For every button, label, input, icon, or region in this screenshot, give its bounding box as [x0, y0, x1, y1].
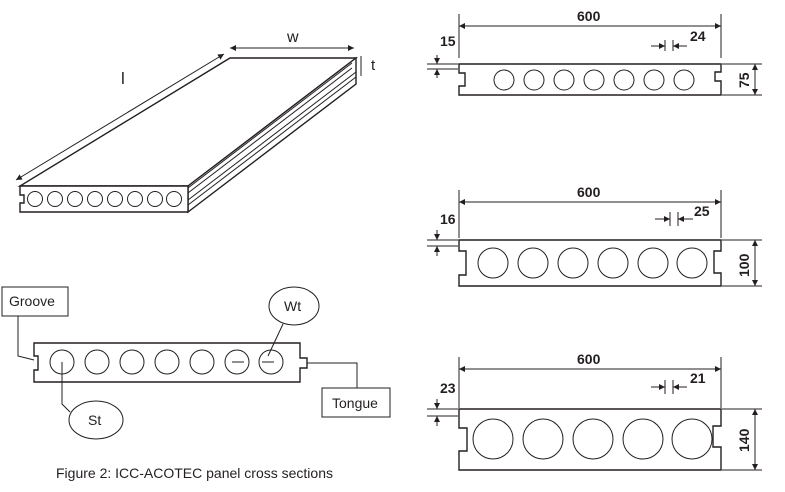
section-75: 600 15 24 75 — [427, 8, 762, 96]
legend-panel-cores — [49, 349, 284, 375]
section-100-cores — [477, 247, 708, 279]
length-dimension-line — [15, 53, 225, 181]
wt-label-bubble — [268, 286, 320, 326]
section-140-top-web-label: 23 — [440, 380, 456, 396]
wt-label: Wt — [284, 298, 301, 314]
section-75-outline — [458, 63, 722, 96]
section-100-top-web-label: 16 — [440, 211, 456, 227]
section-140-spacing-label: 21 — [690, 370, 706, 386]
groove-label: Groove — [9, 293, 55, 309]
legend-panel-outline — [33, 342, 308, 383]
legend-section: Groove Wt St Tongue — [1, 286, 391, 440]
figure-caption: Figure 2: ICC-ACOTEC panel cross section… — [56, 465, 333, 481]
section-100: 600 16 25 100 — [427, 184, 762, 287]
tongue-label-box — [321, 387, 391, 418]
section-100-spacing-label: 25 — [694, 203, 710, 219]
section-75-width-label: 600 — [577, 8, 601, 24]
panel-3d: l w t — [15, 29, 376, 214]
section-100-outline — [458, 239, 722, 287]
groove-label-box — [1, 286, 69, 317]
length-label: l — [121, 69, 125, 88]
section-75-height-label: 75 — [736, 72, 752, 88]
width-label: w — [286, 29, 299, 46]
tongue-label: Tongue — [332, 395, 378, 411]
thickness-label: t — [371, 57, 376, 74]
panel-front-cores — [27, 191, 182, 207]
st-label: St — [88, 412, 101, 428]
panel-front-face — [19, 185, 189, 213]
section-140-outline — [458, 408, 722, 471]
section-75-spacing-label: 24 — [690, 28, 706, 44]
section-100-width-label: 600 — [577, 184, 601, 200]
section-140-height-label: 140 — [736, 428, 752, 452]
section-140-cores — [472, 418, 713, 460]
section-75-top-web-label: 15 — [440, 33, 456, 49]
st-label-bubble — [68, 400, 124, 440]
section-140-width-label: 600 — [577, 351, 601, 367]
section-75-cores — [493, 69, 695, 91]
section-140: 600 23 21 140 — [427, 351, 762, 471]
section-100-height-label: 100 — [736, 253, 752, 277]
